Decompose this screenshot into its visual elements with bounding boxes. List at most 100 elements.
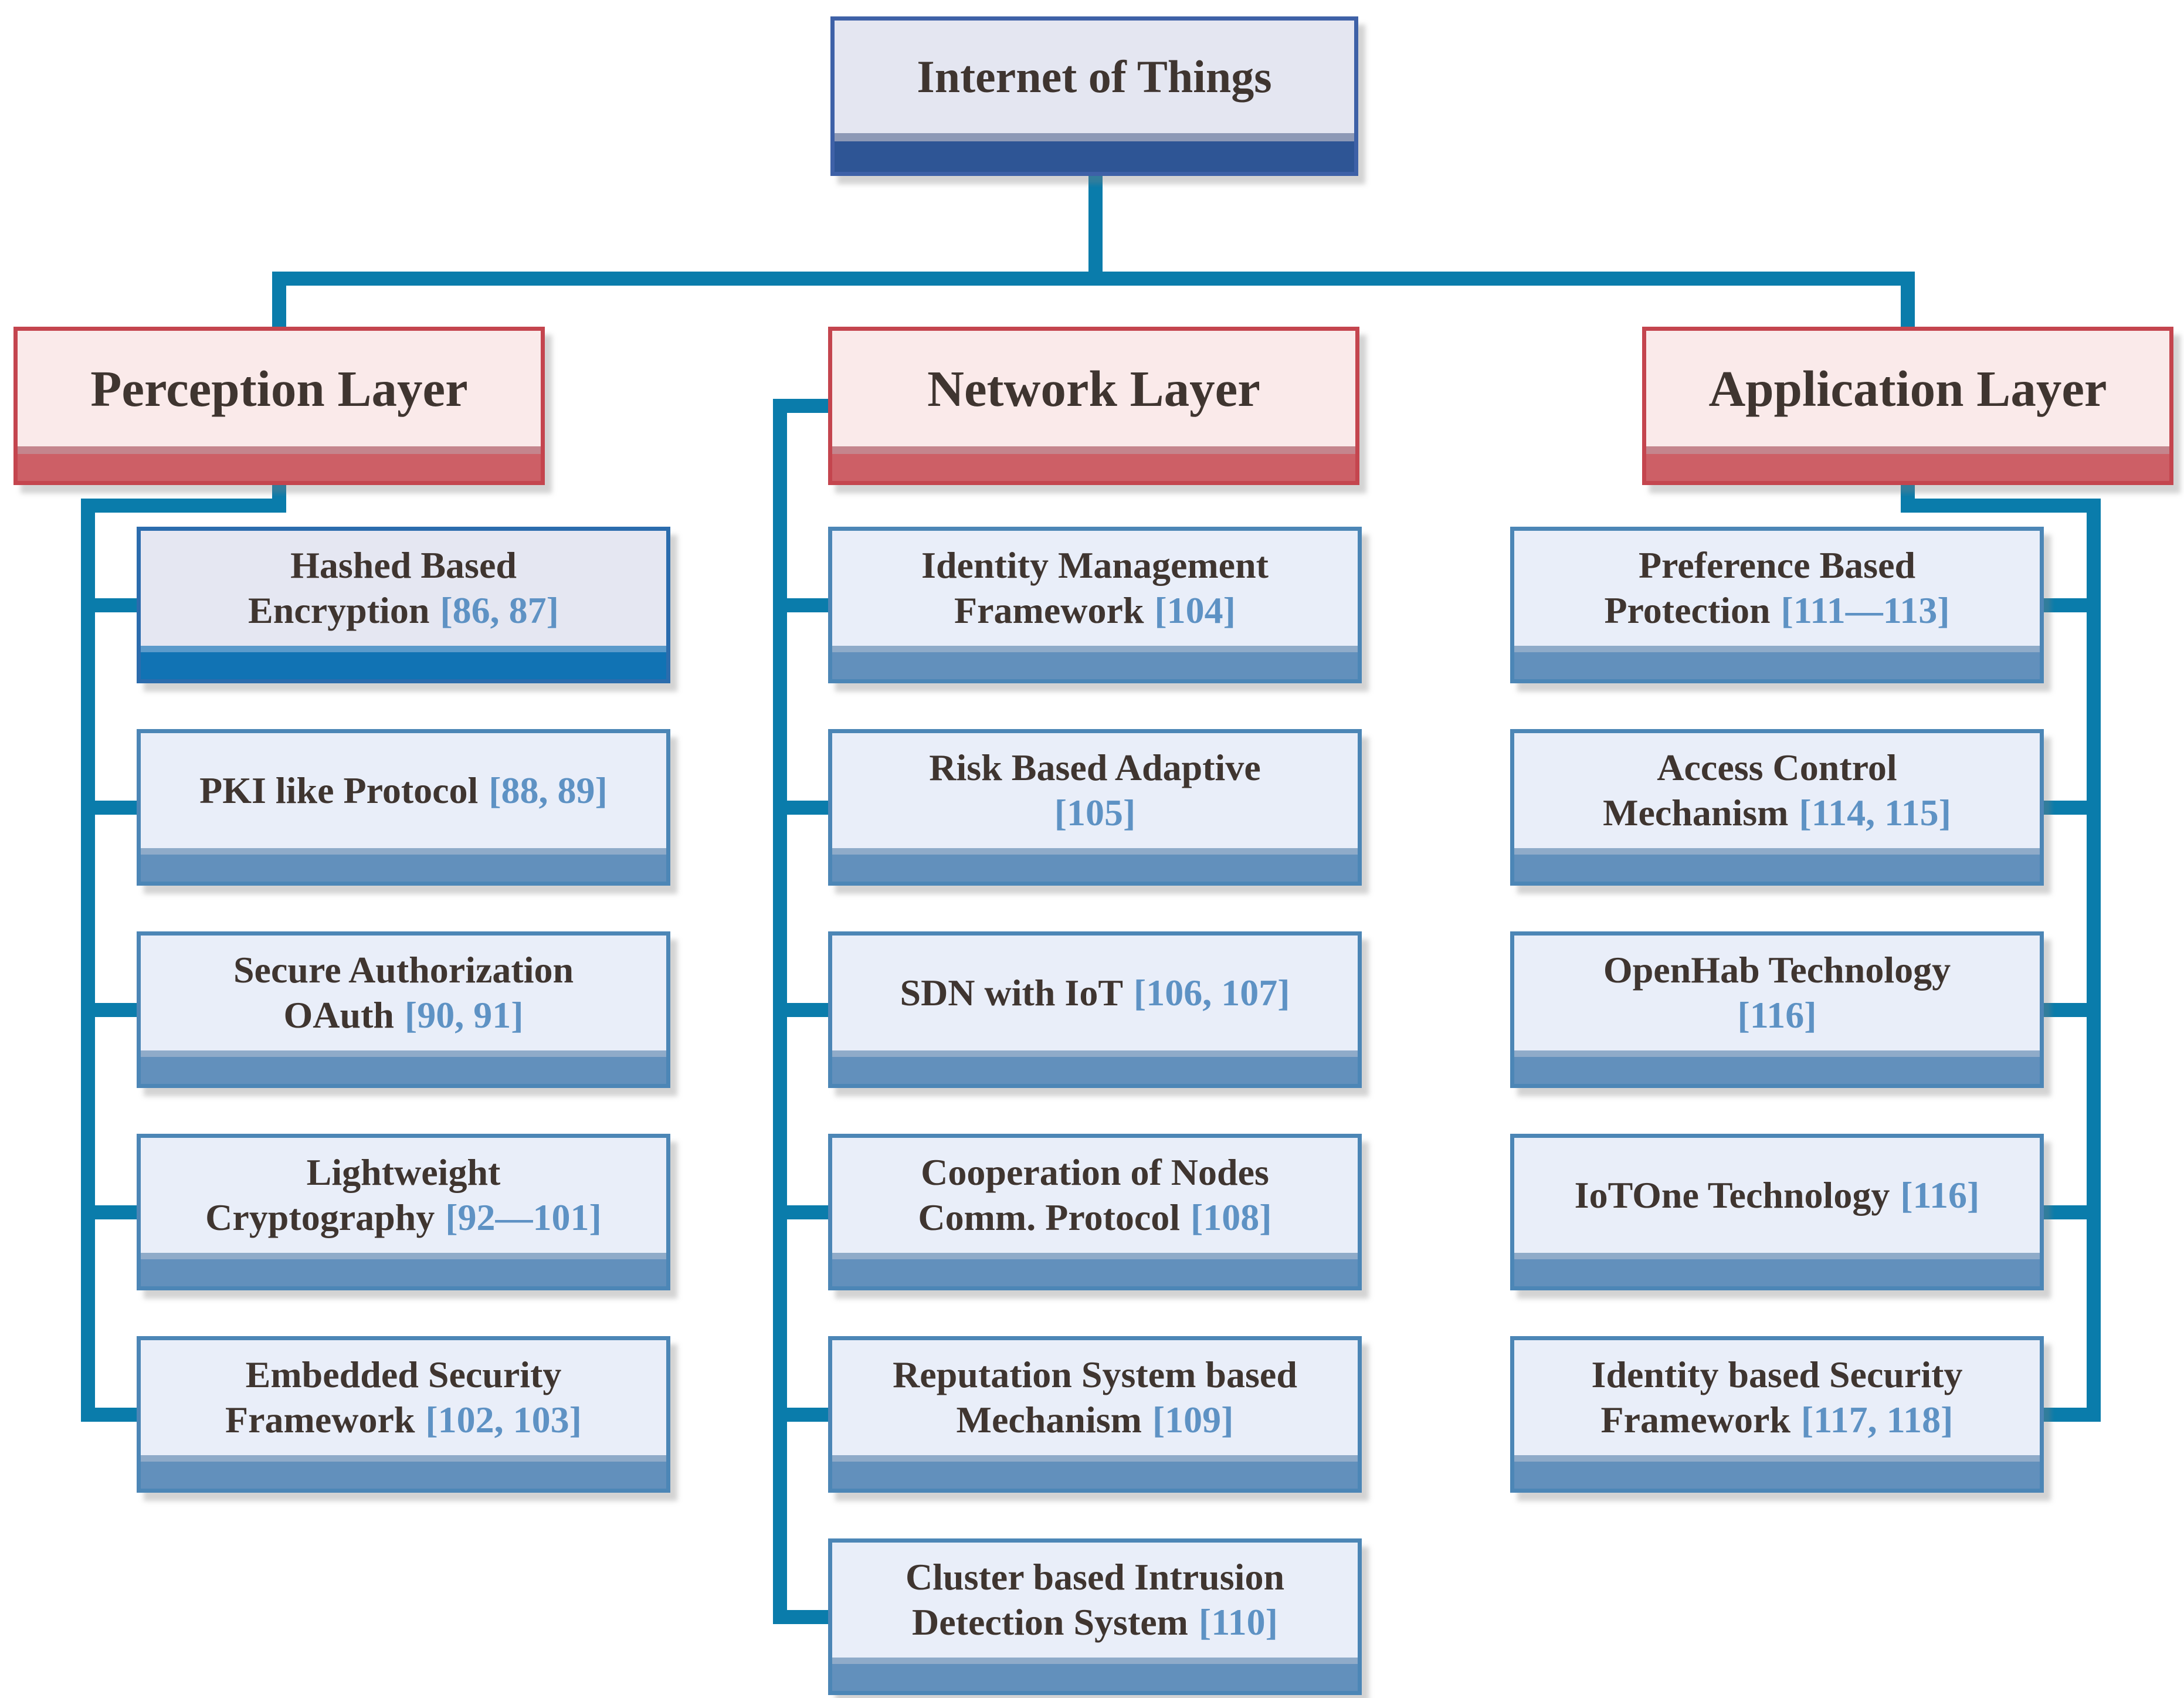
layer-node-main: Network Layer	[832, 331, 1355, 446]
connector-application-trunk	[2087, 499, 2101, 1422]
tree-node: Risk Based Adaptive[105]	[828, 729, 1362, 886]
tree-node-band	[141, 855, 666, 882]
tree-node-band	[141, 1462, 666, 1489]
connector-network-stub-4	[787, 1205, 829, 1219]
node-label: Framework	[954, 589, 1144, 631]
tree-node-main: SDN with IoT[106, 107]	[832, 936, 1358, 1050]
tree-node: SDN with IoT[106, 107]	[828, 931, 1362, 1088]
connector-application-elbow-horizontal	[1901, 499, 2101, 513]
tree-node-band	[832, 1057, 1358, 1084]
connector-application-stub-1	[2044, 598, 2087, 612]
layer-node-label: Perception Layer	[90, 360, 468, 417]
tree-node-main: PKI like Protocol[88, 89]	[141, 733, 666, 848]
node-label: Comm. Protocol	[918, 1197, 1181, 1238]
node-citation: [110]	[1198, 1601, 1278, 1643]
node-label: OAuth	[283, 994, 394, 1036]
tree-node-band	[1514, 1057, 2040, 1084]
node-citation: [116]	[1900, 1174, 1980, 1216]
node-citation: [117, 118]	[1800, 1399, 1954, 1441]
tree-node-stripe	[141, 1253, 666, 1259]
node-citation: [86, 87]	[440, 589, 559, 631]
connector-perception-stub-1	[95, 598, 137, 612]
root-node-stripe	[835, 133, 1354, 141]
node-citation: [111—113]	[1781, 589, 1950, 631]
connector-application-stub-3	[2044, 1003, 2087, 1017]
tree-node-stripe	[832, 1050, 1358, 1057]
layer-node-stripe	[1646, 446, 2169, 454]
node-label: PKI like Protocol	[199, 769, 479, 811]
tree-node-main: IoTOne Technology[116]	[1514, 1138, 2040, 1253]
tree-node-stripe	[141, 848, 666, 855]
connector-perception-drop	[272, 286, 286, 329]
connector-perception-trunk	[81, 499, 95, 1422]
connector-application-drop	[1901, 286, 1915, 329]
node-citation: [102, 103]	[425, 1399, 582, 1441]
node-label: Cluster based Intrusion	[905, 1556, 1285, 1598]
tree-node-stripe	[1514, 1455, 2040, 1462]
tree-node-stripe	[1514, 1253, 2040, 1259]
layer-node-label: Network Layer	[927, 360, 1260, 417]
node-label: Detection System	[912, 1601, 1188, 1643]
connector-perception-stub-5	[95, 1408, 137, 1422]
node-label: Lightweight	[306, 1151, 501, 1194]
node-label: Hashed Based	[290, 544, 517, 587]
node-citation: [106, 107]	[1133, 971, 1290, 1014]
root-node-internet-of-things: Internet of Things	[830, 16, 1358, 176]
node-label: Secure Authorization	[233, 949, 574, 991]
node-citation: [88, 89]	[489, 769, 608, 811]
tree-node: OpenHab Technology[116]	[1510, 931, 2044, 1088]
node-label: Identity based Security	[1591, 1354, 1963, 1396]
connector-application-elbow-vertical	[1901, 482, 1915, 501]
layer-node-main: Perception Layer	[18, 331, 541, 446]
connector-network-stub-2	[787, 801, 829, 815]
node-citation: [116]	[1737, 994, 1817, 1036]
layer-node-label: Application Layer	[1708, 360, 2107, 417]
tree-node-band	[141, 1057, 666, 1084]
tree-node-stripe	[832, 1253, 1358, 1259]
node-label: Reputation System based	[893, 1354, 1297, 1396]
node-citation: [105]	[1054, 792, 1136, 833]
node-label: Identity Management	[921, 544, 1269, 587]
tree-node-band	[1514, 855, 2040, 882]
tree-node-stripe	[1514, 848, 2040, 855]
tree-node-stripe	[832, 1658, 1358, 1664]
tree-node-band	[141, 1259, 666, 1286]
node-label: SDN with IoT	[900, 971, 1123, 1014]
tree-node-stripe	[832, 646, 1358, 652]
connector-network-stub-1	[787, 598, 829, 612]
connector-root-stem	[1088, 174, 1103, 272]
layer-node-stripe	[832, 446, 1355, 454]
tree-node-stripe	[1514, 646, 2040, 652]
connector-application-stub-5	[2044, 1408, 2087, 1422]
node-label: OpenHab Technology	[1603, 949, 1951, 991]
node-label: Encryption	[248, 589, 430, 631]
connector-application-stub-4	[2044, 1205, 2087, 1219]
tree-node-stripe	[832, 848, 1358, 855]
connector-network-stub-3	[787, 1003, 829, 1017]
tree-node-band	[832, 1664, 1358, 1691]
tree-node-band	[1514, 1259, 2040, 1286]
node-label: Risk Based Adaptive	[929, 747, 1261, 789]
tree-node-band	[141, 652, 666, 679]
node-label: Mechanism	[1603, 792, 1789, 833]
connector-network-stub-5	[787, 1408, 829, 1422]
connector-perception-elbow-horizontal	[81, 499, 286, 513]
tree-node-stripe	[832, 1455, 1358, 1462]
tree-node-band	[832, 1259, 1358, 1286]
connector-perception-stub-2	[95, 801, 137, 815]
connector-network-trunk	[773, 399, 787, 1624]
node-label: Cryptography	[205, 1197, 435, 1238]
